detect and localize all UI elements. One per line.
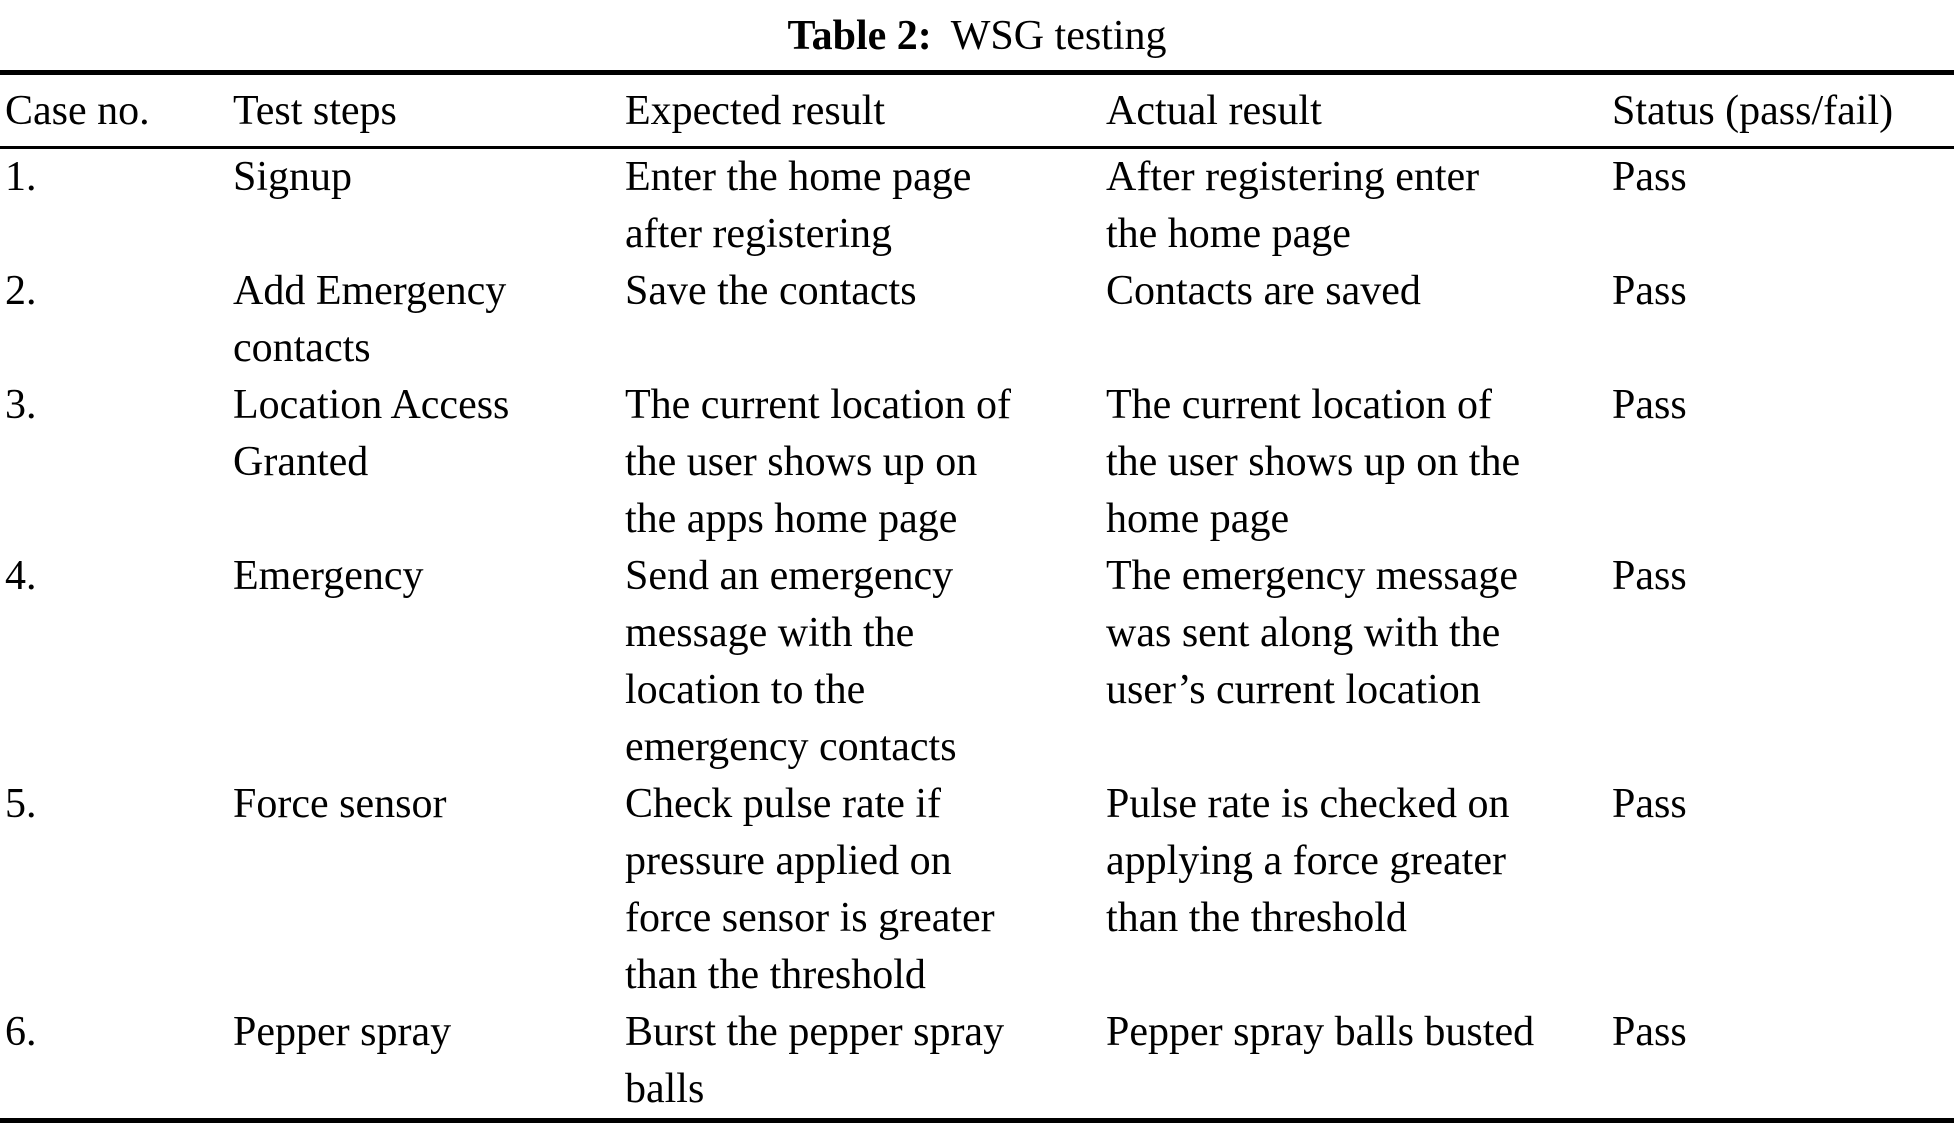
header-expected-result: Expected result (625, 72, 1106, 149)
table-row-1: 1. Signup Enter the home page after regi… (0, 148, 1954, 264)
table-row-6: 6. Pepper spray Burst the pepper spray b… (0, 1004, 1954, 1121)
actual-result-cell: Pulse rate is checked on applying a forc… (1106, 781, 1510, 941)
test-results-table: Case no. Test steps Expected result Actu… (0, 70, 1954, 1123)
table-row-4: 4. Emergency Send an emergency message w… (0, 548, 1954, 776)
expected-result-cell: Save the contacts (625, 268, 917, 314)
test-steps-cell: Location Access Granted (233, 382, 510, 485)
case-no-cell: 6. (5, 1009, 37, 1055)
test-steps-cell: Signup (233, 154, 353, 200)
header-test-steps: Test steps (233, 72, 625, 149)
table-caption-text: WSG testing (950, 13, 1167, 59)
table-row-3: 3. Location Access Granted The current l… (0, 377, 1954, 548)
table-caption: Table 2: WSG testing (0, 0, 1954, 64)
header-case-no: Case no. (0, 72, 233, 149)
header-status: Status (pass/fail) (1612, 72, 1954, 149)
table-row-2: 2. Add Emergency contacts Save the conta… (0, 263, 1954, 377)
actual-result-cell: Contacts are saved (1106, 268, 1421, 314)
case-no-cell: 4. (5, 553, 37, 599)
header-row: Case no. Test steps Expected result Actu… (0, 72, 1954, 149)
case-no-cell: 5. (5, 781, 37, 827)
test-steps-cell: Emergency (233, 553, 424, 599)
expected-result-cell: Check pulse rate if pressure applied on … (625, 781, 995, 998)
table-caption-label: Table 2: (787, 13, 932, 59)
table-row-5: 5. Force sensor Check pulse rate if pres… (0, 776, 1954, 1004)
status-cell: Pass (1612, 154, 1687, 200)
status-cell: Pass (1612, 1009, 1687, 1055)
test-steps-cell: Force sensor (233, 781, 447, 827)
expected-result-cell: Burst the pepper spray balls (625, 1009, 1005, 1112)
test-steps-cell: Pepper spray (233, 1009, 452, 1055)
actual-result-cell: The emergency message was sent along wit… (1106, 553, 1519, 713)
case-no-cell: 3. (5, 382, 37, 428)
status-cell: Pass (1612, 382, 1687, 428)
expected-result-cell: Enter the home page after registering (625, 154, 972, 257)
header-actual-result: Actual result (1106, 72, 1612, 149)
case-no-cell: 1. (5, 154, 37, 200)
status-cell: Pass (1612, 553, 1687, 599)
expected-result-cell: Send an emergency message with the locat… (625, 553, 957, 770)
case-no-cell: 2. (5, 268, 37, 314)
status-cell: Pass (1612, 781, 1687, 827)
actual-result-cell: The current location of the user shows u… (1106, 382, 1521, 542)
test-steps-cell: Add Emergency contacts (233, 268, 507, 371)
expected-result-cell: The current location of the user shows u… (625, 382, 1011, 542)
status-cell: Pass (1612, 268, 1687, 314)
actual-result-cell: After registering enter the home page (1106, 154, 1480, 257)
actual-result-cell: Pepper spray balls busted (1106, 1009, 1535, 1055)
